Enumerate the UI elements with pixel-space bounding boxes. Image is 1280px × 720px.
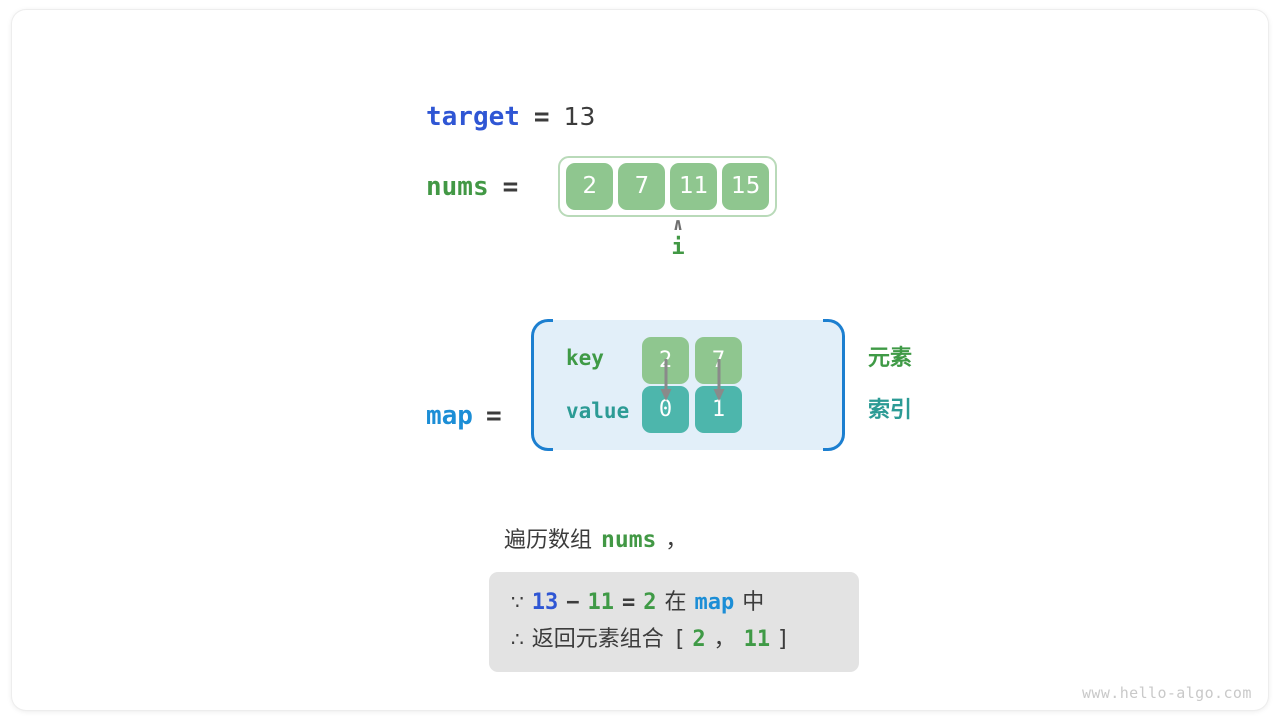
map-entry: 2 0: [642, 337, 689, 433]
nums-cell: 15: [722, 163, 770, 210]
map-key-cell: 2: [642, 337, 689, 384]
premise-tail-text: 中: [742, 590, 765, 615]
map-equals-sign: =: [485, 401, 502, 431]
target-row: target = 13: [426, 102, 595, 132]
map-variable-label: map: [426, 401, 473, 431]
map-row: map = key value 2 0 7 1: [426, 319, 845, 451]
map-row-labels: key value: [566, 320, 629, 450]
minus-operator: −: [566, 590, 580, 615]
explanation-heading-text: 遍历数组: [504, 528, 593, 553]
map-key-cell: 7: [695, 337, 742, 384]
map-side-label-index: 索引: [868, 398, 913, 423]
nums-array-container: 2 7 11 15: [558, 156, 778, 217]
nums-cell: 11: [670, 163, 718, 210]
index-pointer: ∧ i: [657, 217, 699, 263]
explanation-heading-variable: nums: [601, 527, 657, 553]
because-symbol-icon: ∵: [511, 590, 524, 614]
map-value-cell: 0: [642, 386, 689, 433]
map-side-label-element: 元素: [868, 346, 913, 371]
nums-row: nums = 2 7 11 15: [426, 156, 778, 217]
explanation-line-premise: ∵ 13 − 11 = 2 在 map 中: [489, 584, 859, 621]
premise-complement-value: 2: [643, 590, 657, 615]
map-label-group: map =: [426, 401, 522, 431]
caret-up-icon: ∧: [672, 215, 684, 235]
conclusion-separator: ，: [713, 627, 736, 652]
premise-target-value: 13: [531, 590, 559, 615]
map-key-label: key: [566, 346, 604, 370]
nums-variable-label: nums: [426, 171, 489, 202]
premise-container-label: map: [694, 590, 735, 615]
equals-operator: =: [621, 590, 636, 615]
map-entries: 2 0 7 1: [642, 320, 742, 450]
therefore-symbol-icon: ∴: [511, 627, 524, 651]
conclusion-bracket-open: [: [675, 627, 685, 652]
target-value: 13: [563, 102, 596, 131]
nums-cell: 2: [566, 163, 614, 210]
watermark: www.hello-algo.com: [1082, 684, 1252, 702]
conclusion-second-value: 11: [743, 627, 771, 652]
map-value-cell: 1: [695, 386, 742, 433]
premise-current-value: 11: [587, 590, 614, 615]
map-container: key value 2 0 7 1: [531, 319, 845, 451]
explanation-box: ∵ 13 − 11 = 2 在 map 中 ∴ 返回元素组合 [ 2 ， 11 …: [489, 572, 859, 672]
conclusion-bracket-close: ]: [778, 627, 787, 652]
map-value-label: value: [566, 399, 630, 423]
premise-mid-text: 在: [664, 590, 687, 615]
nums-equals-sign: =: [502, 171, 519, 202]
explanation-heading-comma: ，: [665, 528, 688, 553]
map-entry: 7 1: [695, 337, 742, 433]
pointer-variable-label: i: [671, 235, 685, 260]
map-side-labels: 元素 索引: [868, 346, 912, 424]
conclusion-text: 返回元素组合: [531, 627, 664, 652]
nums-cell: 7: [618, 163, 666, 210]
explanation-line-conclusion: ∴ 返回元素组合 [ 2 ， 11 ]: [489, 621, 859, 658]
target-equals-sign: =: [533, 102, 550, 132]
diagram-card: target = 13 nums = 2 7 11 15 ∧ i map = k…: [12, 10, 1268, 710]
target-variable-label: target: [426, 102, 520, 132]
explanation-heading: 遍历数组 nums ，: [504, 522, 687, 554]
conclusion-first-value: 2: [692, 627, 706, 652]
